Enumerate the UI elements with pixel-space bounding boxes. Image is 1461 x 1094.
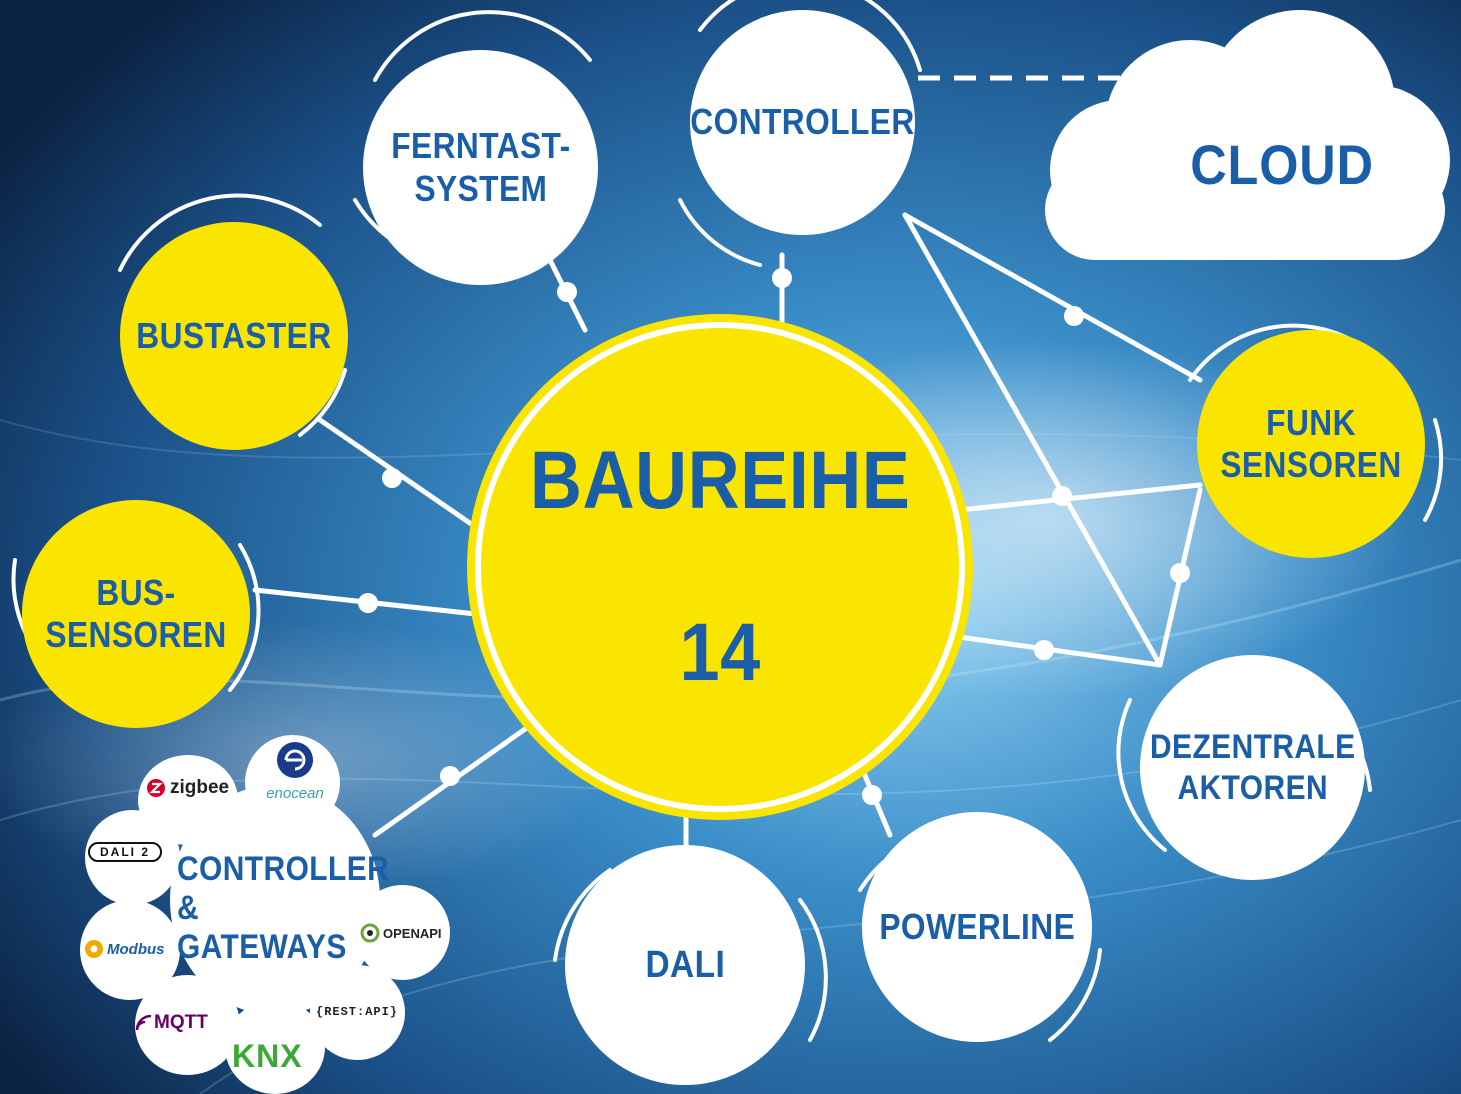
mqtt-text: MQTT — [154, 1012, 208, 1033]
openapi-logo: OPENAPI — [360, 923, 442, 943]
knx-logo: KNX — [232, 1038, 303, 1074]
dali2-logo: DALI 2 — [88, 842, 163, 862]
ring-arc — [798, 898, 828, 1042]
link-dot — [1052, 486, 1072, 506]
node-bustaster[interactable]: BUSTASTER — [120, 222, 348, 450]
modbus-logo: Modbus — [83, 938, 165, 960]
mqtt-logo: MQTT — [136, 1012, 208, 1034]
node-bussensoren-label: BUS- SENSOREN — [45, 571, 227, 655]
node-dezentral[interactable]: DEZENTRALE AKTOREN — [1140, 655, 1365, 880]
ring-arc — [298, 368, 347, 437]
bubble — [85, 810, 180, 905]
node-ferntast[interactable]: FERNTAST- SYSTEM — [363, 50, 598, 285]
enocean-text: enocean — [266, 785, 324, 802]
center-title-line1: BAUREIHE — [529, 434, 911, 526]
mqtt-icon — [136, 1015, 152, 1031]
link-center-funk — [957, 482, 1203, 513]
center-title-line2: 14 — [679, 607, 761, 699]
link-gateways — [372, 712, 548, 838]
gateways-cluster[interactable]: CONTROLLER & GATEWAYS enocean zigbee DAL… — [80, 730, 460, 1094]
ring-arc — [118, 193, 322, 272]
openapi-text: OPENAPI — [383, 925, 442, 941]
link-dot — [440, 766, 460, 786]
ring-arc — [228, 543, 261, 692]
node-controller-label: CONTROLLER — [690, 101, 915, 143]
node-powerline-label: POWERLINE — [879, 905, 1075, 947]
link-dot — [358, 593, 378, 613]
link-dot — [772, 268, 792, 288]
node-dezentral-label: DEZENTRALE AKTOREN — [1149, 728, 1356, 807]
bubble — [310, 965, 405, 1060]
modbus-icon — [85, 940, 103, 958]
node-controller[interactable]: CONTROLLER — [690, 10, 915, 235]
center-node[interactable]: BAUREIHE 14 — [475, 322, 965, 812]
openapi-icon — [360, 923, 380, 943]
node-powerline[interactable]: POWERLINE — [862, 812, 1092, 1042]
link-controller-funk — [902, 212, 1203, 383]
ring-arc — [1423, 418, 1444, 522]
link-dot — [1170, 563, 1190, 583]
node-funk-label: FUNK SENSOREN — [1220, 401, 1402, 485]
node-gateways-label: CONTROLLER & GATEWAYS — [177, 850, 390, 967]
bubble — [135, 975, 240, 1075]
node-dali-label: DALI — [645, 943, 725, 986]
zigbee-icon — [147, 779, 165, 797]
ring-arc — [373, 10, 592, 82]
link-controller-dezentral — [902, 212, 1163, 668]
node-bussensoren[interactable]: BUS- SENSOREN — [22, 500, 250, 728]
node-funk[interactable]: FUNK SENSOREN — [1197, 330, 1425, 558]
cloud-shape — [1045, 10, 1450, 260]
cloud-label: CLOUD — [1190, 133, 1374, 196]
ring-arc — [1116, 698, 1167, 852]
center-title: BAUREIHE 14 — [530, 352, 910, 782]
node-ferntast-label: FERNTAST- SYSTEM — [390, 125, 571, 209]
enocean-logo: enocean — [255, 740, 335, 802]
link-dot — [1064, 306, 1084, 326]
ring-arc — [553, 868, 612, 962]
node-bustaster-label: BUSTASTER — [136, 314, 332, 356]
node-dali[interactable]: DALI — [565, 845, 805, 1085]
ring-arc — [1048, 948, 1102, 1042]
link-dot — [382, 468, 402, 488]
bubble — [225, 1000, 325, 1094]
modbus-text: Modbus — [107, 940, 165, 958]
zigbee-text: zigbee — [170, 777, 230, 798]
link-dot — [1034, 640, 1054, 660]
enocean-icon — [277, 742, 313, 778]
ring-arc — [678, 198, 762, 267]
zigbee-logo: zigbee — [146, 777, 229, 799]
restapi-logo: {REST:API} — [316, 1005, 399, 1019]
link-dot — [557, 282, 577, 302]
link-dot — [862, 785, 882, 805]
ring-arc — [698, 0, 922, 72]
